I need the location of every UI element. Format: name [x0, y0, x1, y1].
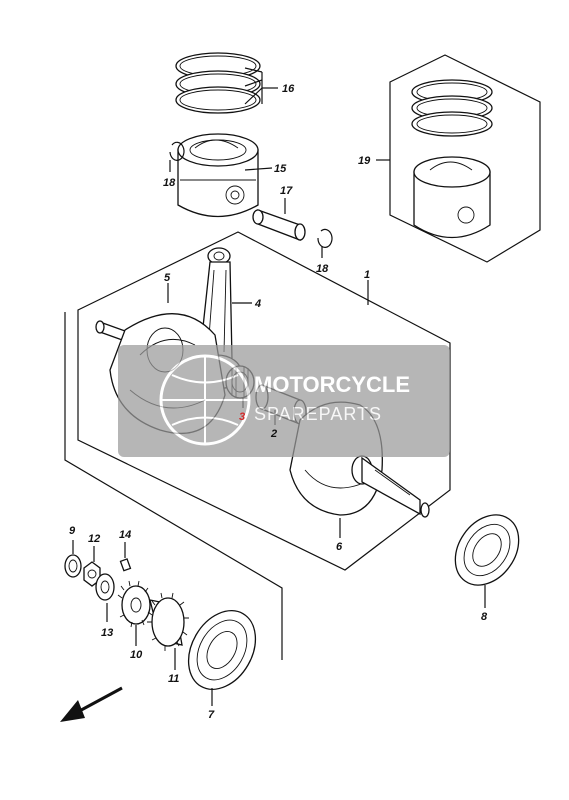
large-gear — [147, 592, 189, 651]
circlip-upper — [169, 141, 185, 161]
callout-4: 4 — [254, 298, 261, 310]
lower-bracket — [64, 312, 283, 660]
crankshaft-box — [77, 231, 451, 571]
callout-19: 19 — [358, 155, 371, 167]
piston-pin — [252, 209, 306, 241]
piston-set-box — [389, 54, 541, 263]
watermark-line2: SPAREPARTS — [254, 404, 382, 424]
callout-13: 13 — [101, 627, 113, 639]
callout-7: 7 — [208, 709, 215, 721]
circlip-lower — [317, 228, 333, 248]
callout-6: 6 — [336, 541, 343, 553]
callout-14: 14 — [119, 529, 131, 541]
bearing-left — [187, 610, 257, 690]
piston-rings — [175, 52, 261, 114]
watermark-line1: MOTORCYCLE — [254, 372, 410, 397]
piston — [177, 133, 259, 218]
callout-8: 8 — [481, 611, 488, 623]
washer — [95, 573, 115, 601]
callout-17: 17 — [280, 185, 293, 197]
bearing-right — [454, 514, 520, 586]
callout-11: 11 — [168, 673, 179, 685]
callout-15: 15 — [274, 163, 287, 175]
watermark: MOTORCYCLE SPAREPARTS — [118, 345, 450, 457]
oil-seal — [64, 554, 82, 578]
callout-3: 3 — [239, 411, 245, 423]
callout-2: 2 — [270, 428, 277, 440]
callout-9: 9 — [69, 525, 76, 537]
front-direction-arrow-icon — [60, 686, 123, 722]
callout-18-upper: 18 — [163, 177, 176, 189]
key — [119, 558, 132, 572]
callout-5: 5 — [164, 272, 171, 284]
callout-10: 10 — [130, 649, 143, 661]
callout-12: 12 — [88, 533, 100, 545]
callout-16: 16 — [282, 83, 295, 95]
small-gear — [117, 580, 155, 628]
callout-18-lower: 18 — [316, 263, 329, 275]
callout-1: 1 — [364, 269, 370, 281]
